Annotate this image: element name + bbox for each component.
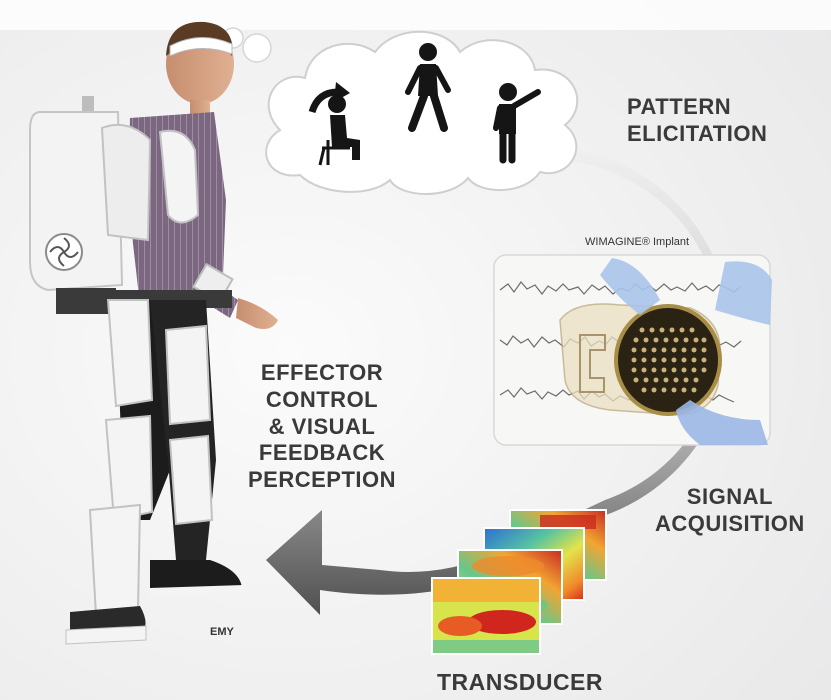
pattern-elicitation-label: PATTERN ELICITATION: [627, 94, 768, 146]
sit-stand-icon: [308, 82, 360, 166]
electrode-grid: [631, 327, 707, 393]
exoskeleton-person: [29, 21, 278, 645]
heatmap-1: [431, 577, 541, 655]
pointing-icon: [493, 83, 541, 164]
implant-photo: [493, 254, 772, 446]
transducer-label: TRANSDUCER: [437, 669, 603, 695]
loop-arrow: [266, 150, 732, 615]
walking-icon: [405, 43, 451, 132]
transducer-maps: [431, 509, 607, 655]
effector-control-label: EFFECTOR CONTROL & VISUAL FEEDBACK PERCE…: [247, 360, 397, 493]
signal-acquisition-label: SIGNAL ACQUISITION: [655, 484, 805, 536]
exoskeleton-name-label: EMY: [210, 626, 234, 638]
implant-caption: WIMAGINE® Implant: [585, 236, 690, 248]
